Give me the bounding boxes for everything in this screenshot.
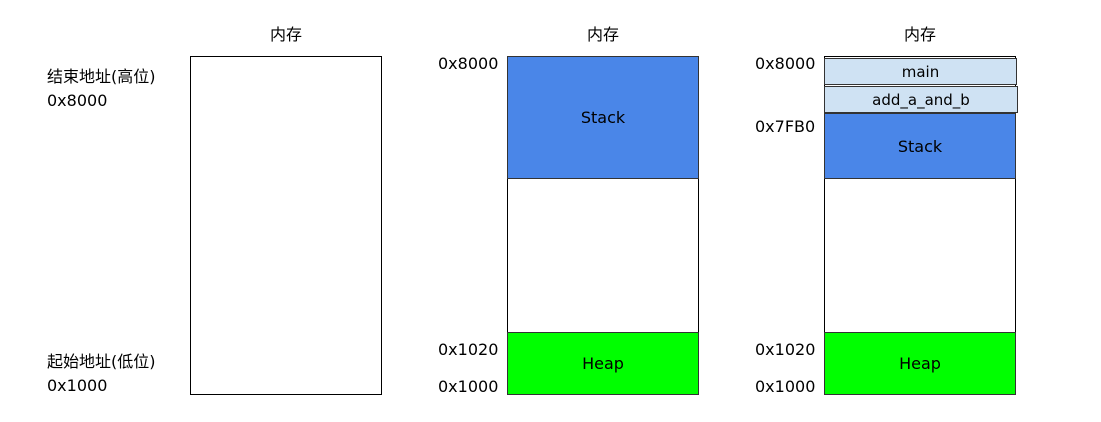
panel-3-address-stack-pointer: 0x7FB0 [755, 117, 816, 136]
stack-region: Stack [824, 113, 1016, 179]
panel-2-address-bottom: 0x1000 [438, 377, 499, 396]
start-address-label: 起始地址(低位) [47, 352, 156, 371]
panel-2-address-top: 0x8000 [438, 54, 499, 73]
panel-3-address-top: 0x8000 [755, 54, 816, 73]
stack-frame-label: add_a_and_b [872, 90, 970, 109]
memory-block-empty [190, 56, 382, 395]
heap-label: Heap [582, 354, 624, 373]
stack-label: Stack [580, 108, 626, 127]
panel-3-title: 内存 [903, 25, 936, 44]
stack-label: Stack [897, 136, 943, 156]
heap-region: Heap [507, 332, 699, 395]
stack-frame-add-a-and-b: add_a_and_b [824, 86, 1018, 113]
heap-label: Heap [899, 354, 941, 373]
panel-3-address-heap-top: 0x1020 [755, 340, 816, 359]
start-address-value: 0x1000 [47, 376, 108, 395]
stack-frame-label: main [901, 62, 940, 81]
end-address-value: 0x8000 [47, 91, 108, 110]
panel-3-address-bottom: 0x1000 [755, 377, 816, 396]
stack-region: Stack [507, 56, 699, 179]
panel-1-title: 内存 [269, 25, 302, 44]
panel-2-address-heap-top: 0x1020 [438, 340, 499, 359]
panel-2-title: 内存 [586, 25, 619, 44]
stack-frame-main: main [824, 58, 1017, 85]
heap-region: Heap [824, 332, 1016, 395]
end-address-label: 结束地址(高位) [47, 67, 156, 86]
